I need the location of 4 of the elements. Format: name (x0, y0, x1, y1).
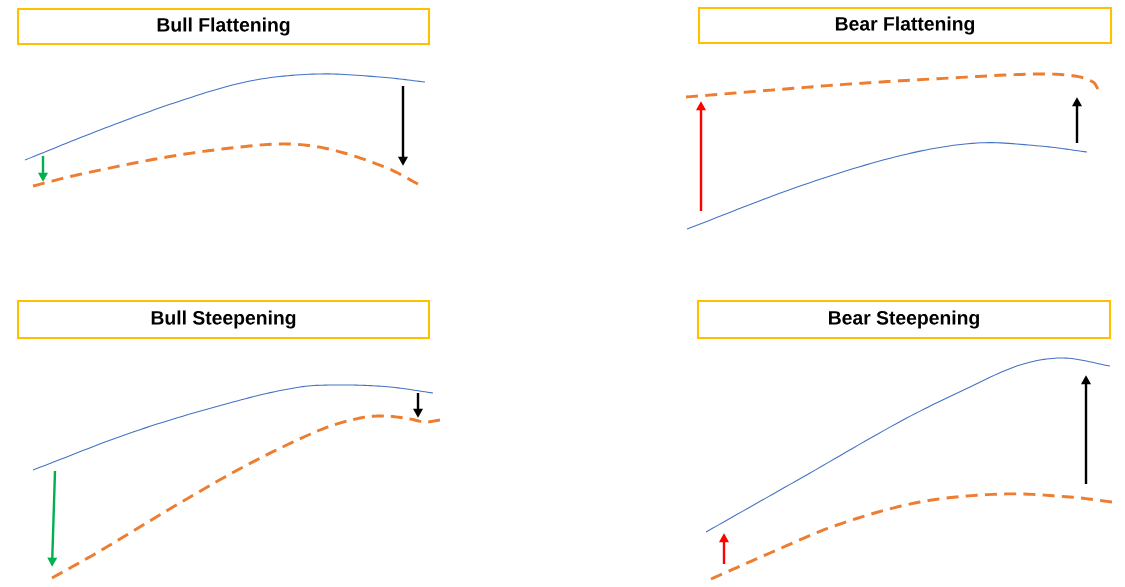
title-box: Bear Steepening (696, 299, 1112, 340)
title-box: Bull Flattening (16, 7, 431, 46)
title-box: Bull Steepening (16, 299, 431, 340)
title-box: Bear Flattening (697, 6, 1113, 45)
